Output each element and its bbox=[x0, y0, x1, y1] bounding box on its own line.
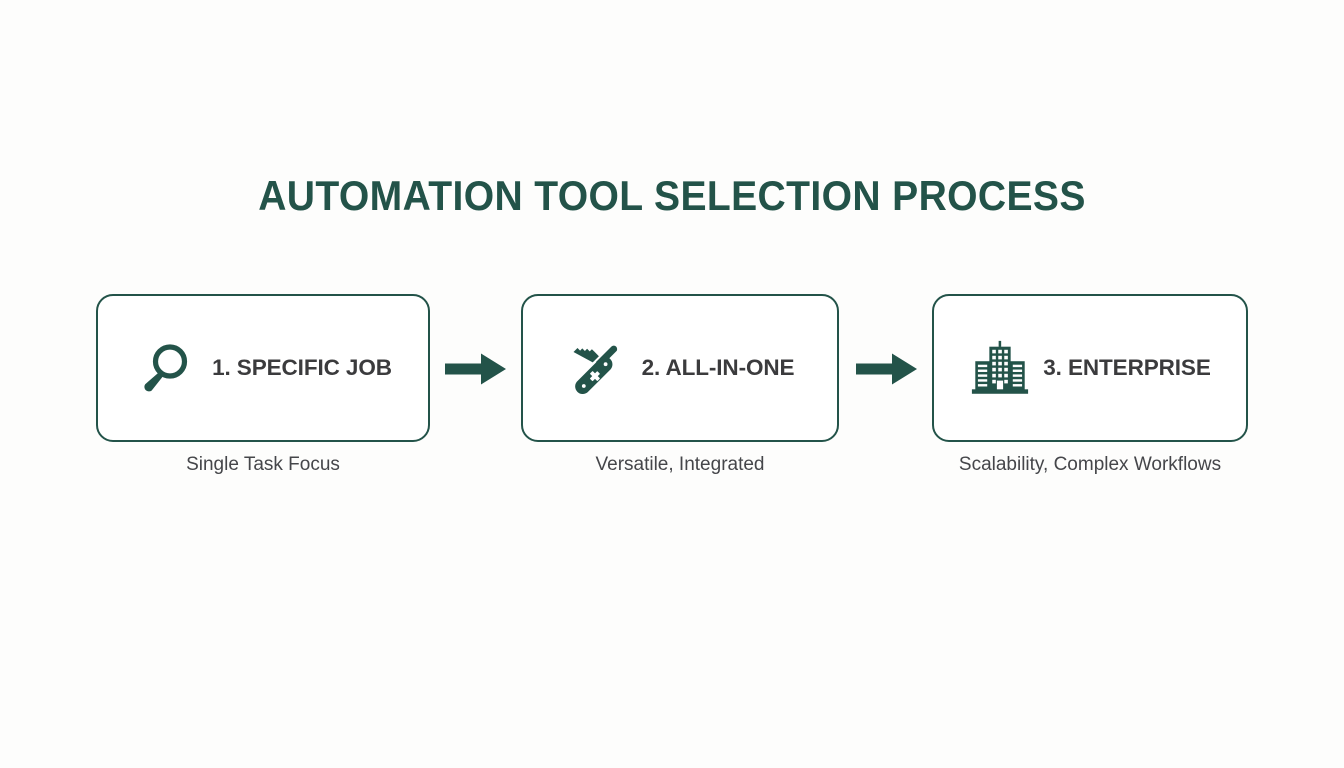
step-card-specific-job[interactable]: 1. SPECIFIC JOB bbox=[96, 294, 430, 442]
arrow-right-icon-1 bbox=[445, 352, 507, 386]
step-card-enterprise[interactable]: 3. ENTERPRISE bbox=[932, 294, 1248, 442]
office-buildings-icon bbox=[969, 337, 1031, 399]
swiss-army-knife-icon bbox=[566, 337, 628, 399]
step-caption: Scalability, Complex Workflows bbox=[958, 454, 1222, 475]
step-caption: Versatile, Integrated bbox=[595, 454, 765, 475]
step-caption: Single Task Focus bbox=[186, 454, 340, 475]
process-step-2: 2. ALL-IN-ONE Versatile, Integrated bbox=[521, 294, 839, 475]
process-step-1: 1. SPECIFIC JOB Single Task Focus bbox=[96, 294, 430, 475]
process-flow: 1. SPECIFIC JOB Single Task Focus bbox=[96, 294, 1248, 475]
step-card-all-in-one[interactable]: 2. ALL-IN-ONE bbox=[521, 294, 839, 442]
process-step-3: 3. ENTERPRISE Scalability, Complex Workf… bbox=[932, 294, 1248, 475]
arrow-right-icon-2 bbox=[856, 352, 918, 386]
magnifying-glass-icon bbox=[134, 337, 196, 399]
step-label: 2. ALL-IN-ONE bbox=[641, 355, 795, 380]
page-title: AUTOMATION TOOL SELECTION PROCESS bbox=[258, 172, 1086, 219]
step-label: 3. ENTERPRISE bbox=[1043, 355, 1211, 380]
step-label: 1. SPECIFIC JOB bbox=[212, 355, 392, 380]
